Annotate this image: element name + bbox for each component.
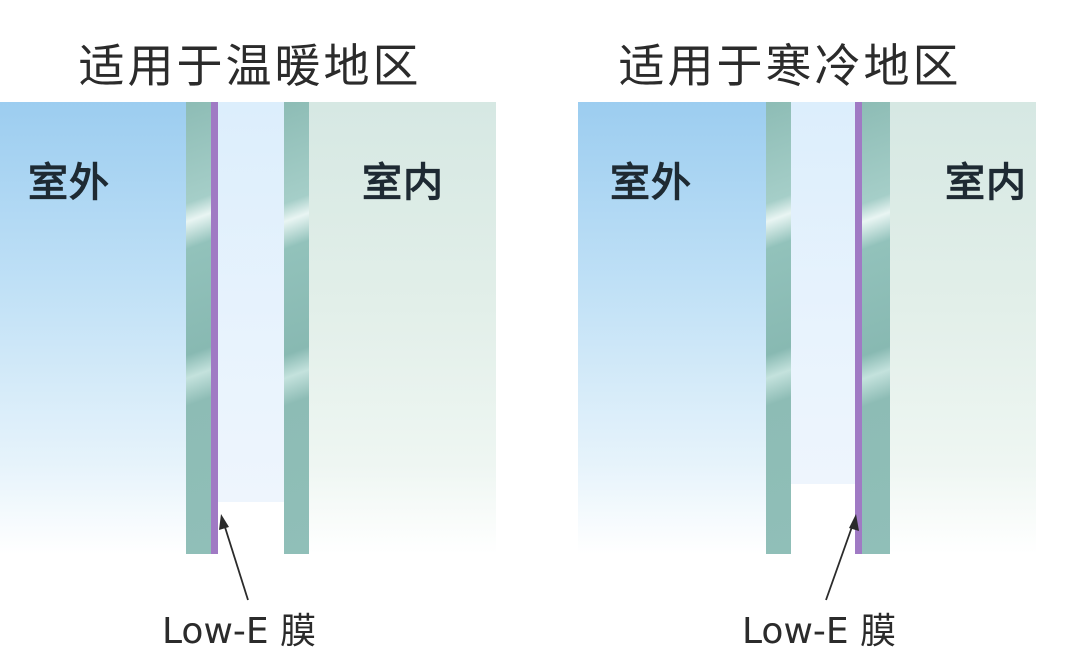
indoor-label: 室内 <box>945 160 1027 206</box>
air-gap <box>791 102 855 484</box>
low-e-film-label: Low-E 膜 <box>742 611 897 652</box>
cold-climate-panel: 适用于寒冷地区 室外 室内 Low-E 膜 <box>540 0 1080 660</box>
indoor-label: 室内 <box>362 160 444 206</box>
outer-glass-pane <box>766 102 791 554</box>
outdoor-zone <box>578 102 766 554</box>
warm-climate-panel: 适用于温暖地区 室外 室内 Low-E 膜 <box>0 39 496 652</box>
cold-climate-title: 适用于寒冷地区 <box>618 39 962 93</box>
outer-glass-pane <box>186 102 211 554</box>
indoor-zone <box>309 102 496 554</box>
air-gap <box>218 102 284 502</box>
indoor-zone <box>890 102 1036 554</box>
outdoor-label: 室外 <box>610 160 692 206</box>
inner-glass-pane <box>862 102 890 554</box>
low-e-film <box>211 102 218 554</box>
low-e-film <box>855 102 862 554</box>
outdoor-label: 室外 <box>28 160 110 206</box>
inner-glass-pane <box>284 102 309 554</box>
warm-climate-title: 适用于温暖地区 <box>78 39 422 93</box>
low-e-film-label: Low-E 膜 <box>162 611 317 652</box>
outdoor-zone <box>0 102 186 554</box>
